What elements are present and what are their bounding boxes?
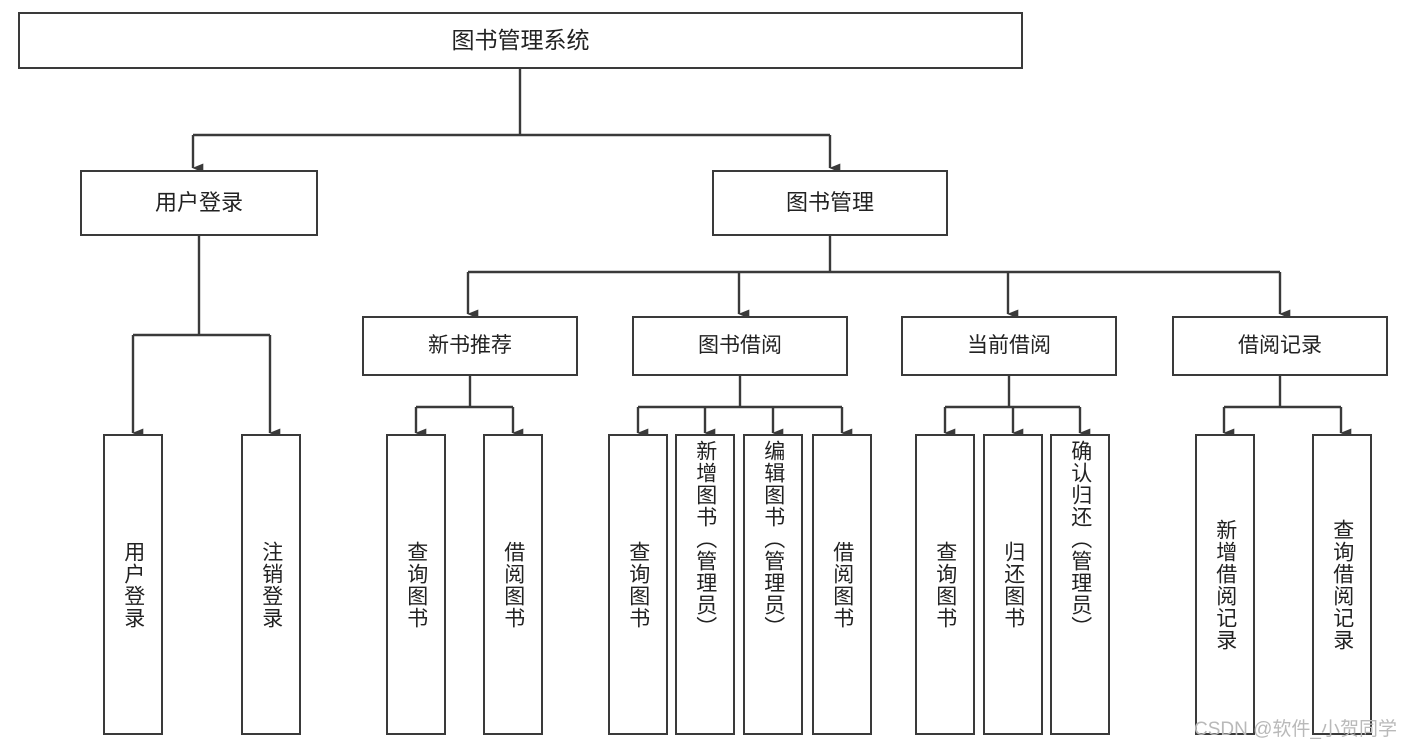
node-borrowing-record[interactable]: 借阅记录: [1172, 316, 1388, 376]
node-current-borrowing-label: 当前借阅: [967, 334, 1051, 358]
leaf-return-book-label: 归还图书: [1001, 540, 1025, 629]
node-user-login[interactable]: 用户登录: [80, 170, 318, 236]
leaf-add-book-label: 新增图书（管理员）: [693, 440, 717, 638]
leaf-query-record[interactable]: 查询借阅记录: [1312, 434, 1372, 735]
node-current-borrowing[interactable]: 当前借阅: [901, 316, 1117, 376]
node-root-book-management-system[interactable]: 图书管理系统: [18, 12, 1023, 69]
leaf-borrow-book-1-label: 借阅图书: [501, 540, 525, 629]
leaf-logout[interactable]: 注销登录: [241, 434, 301, 735]
leaf-borrow-book-2-label: 借阅图书: [830, 540, 854, 629]
leaf-query-book-1-label: 查询图书: [404, 540, 428, 629]
leaf-edit-book[interactable]: 编辑图书（管理员）: [743, 434, 803, 735]
leaf-query-book-3[interactable]: 查询图书: [915, 434, 975, 735]
leaf-edit-book-label: 编辑图书（管理员）: [761, 440, 785, 638]
leaf-query-book-1[interactable]: 查询图书: [386, 434, 446, 735]
leaf-confirm-return-label: 确认归还（管理员）: [1068, 440, 1092, 638]
leaf-return-book[interactable]: 归还图书: [983, 434, 1043, 735]
leaf-user-login-label: 用户登录: [121, 540, 145, 629]
node-borrowing-record-label: 借阅记录: [1238, 334, 1322, 358]
leaf-logout-label: 注销登录: [259, 540, 283, 629]
leaf-query-book-2-label: 查询图书: [626, 540, 650, 629]
leaf-add-record-label: 新增借阅记录: [1213, 518, 1237, 651]
node-user-login-label: 用户登录: [154, 189, 243, 215]
node-book-management-label: 图书管理: [785, 189, 874, 215]
node-new-book-recommendation[interactable]: 新书推荐: [362, 316, 578, 376]
leaf-add-record[interactable]: 新增借阅记录: [1195, 434, 1255, 735]
leaf-borrow-book-2[interactable]: 借阅图书: [812, 434, 872, 735]
leaf-query-record-label: 查询借阅记录: [1330, 518, 1354, 651]
leaf-query-book-2[interactable]: 查询图书: [608, 434, 668, 735]
leaf-query-book-3-label: 查询图书: [933, 540, 957, 629]
node-book-borrowing[interactable]: 图书借阅: [632, 316, 848, 376]
csdn-watermark: CSDN @软件_小贺同学: [1194, 719, 1397, 740]
node-root-label: 图书管理系统: [451, 26, 590, 53]
node-new-book-recommendation-label: 新书推荐: [428, 334, 512, 358]
leaf-add-book[interactable]: 新增图书（管理员）: [675, 434, 735, 735]
node-book-management[interactable]: 图书管理: [712, 170, 948, 236]
leaf-confirm-return[interactable]: 确认归还（管理员）: [1050, 434, 1110, 735]
leaf-user-login[interactable]: 用户登录: [103, 434, 163, 735]
leaf-borrow-book-1[interactable]: 借阅图书: [483, 434, 543, 735]
node-book-borrowing-label: 图书借阅: [698, 334, 782, 358]
